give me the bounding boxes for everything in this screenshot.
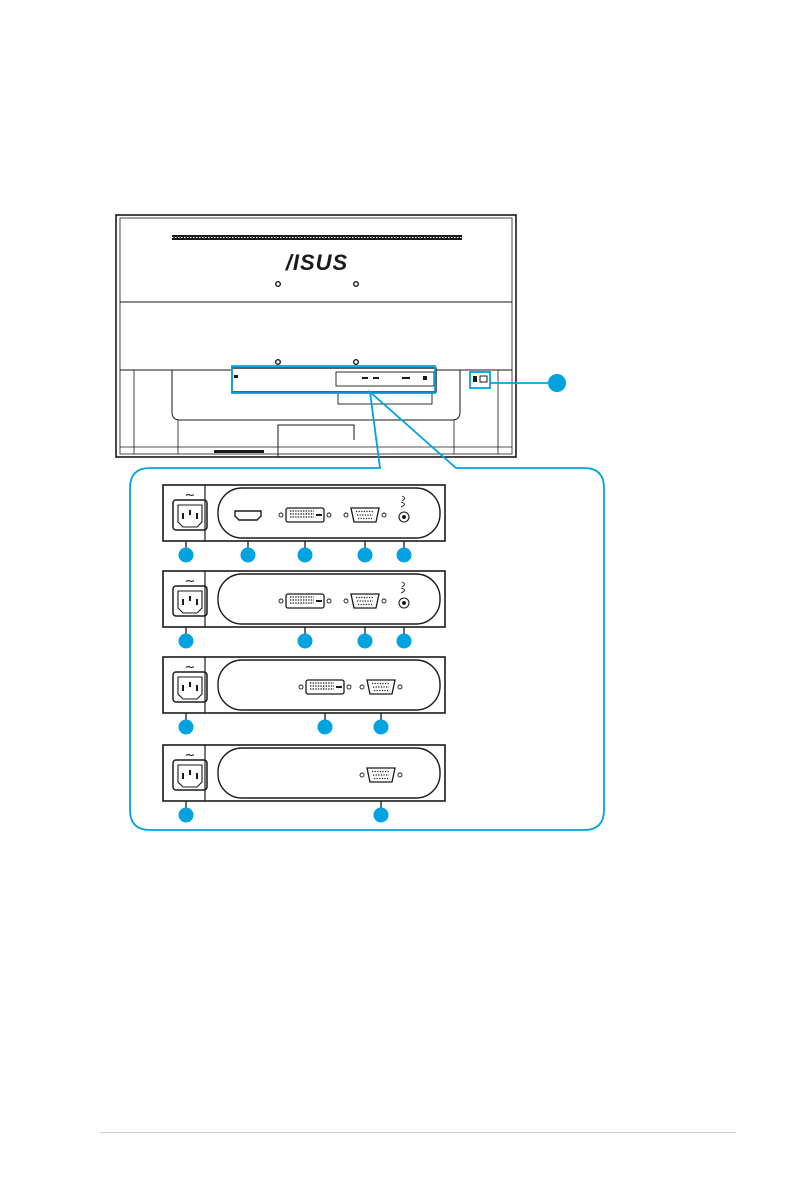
power-pin (196, 599, 198, 605)
port-panels: ~ ~ ~ ~ (163, 485, 445, 823)
port-panel: ~ (163, 485, 445, 563)
callout-dot-icon (179, 548, 194, 563)
port-panel: ~ (163, 571, 445, 649)
callout-dot-icon (298, 548, 313, 563)
power-pin (189, 770, 191, 775)
power-pin (182, 513, 184, 519)
dvi-blade (316, 514, 322, 516)
power-pin (182, 599, 184, 605)
power-pin (189, 510, 191, 515)
callout-dot-icon (548, 374, 566, 392)
callout-dot-icon (179, 720, 194, 735)
callout-dot-icon (358, 634, 373, 649)
power-pin (196, 773, 198, 779)
port-panel: ~ (163, 745, 445, 823)
dvi-blade (316, 600, 322, 602)
audio-jack-hole (402, 515, 406, 519)
callout-dot-icon (241, 548, 256, 563)
callout-dot-icon (179, 634, 194, 649)
callout-dot-icon (298, 634, 313, 649)
audio-jack-hole (402, 601, 406, 605)
callout-dot-icon (318, 720, 333, 735)
power-pin (196, 685, 198, 691)
dvi-blade (336, 686, 342, 688)
footer-rule (100, 1132, 736, 1133)
power-pin (182, 773, 184, 779)
ventilation-grille (172, 235, 462, 240)
callout-dot-icon (358, 548, 373, 563)
power-pin (182, 685, 184, 691)
callout-dot-icon (374, 720, 389, 735)
callout-dot-icon (397, 548, 412, 563)
callout-dot-icon (374, 808, 389, 823)
monitor-rear-view: /ISUS (116, 215, 516, 457)
asus-logo: /ISUS (285, 250, 348, 275)
power-pin (189, 596, 191, 601)
port-panel: ~ (163, 657, 445, 735)
kensington-slot (473, 376, 477, 382)
power-pin (196, 513, 198, 519)
callout-dot-icon (179, 808, 194, 823)
power-pin (189, 682, 191, 687)
callout-dot-icon (397, 634, 412, 649)
